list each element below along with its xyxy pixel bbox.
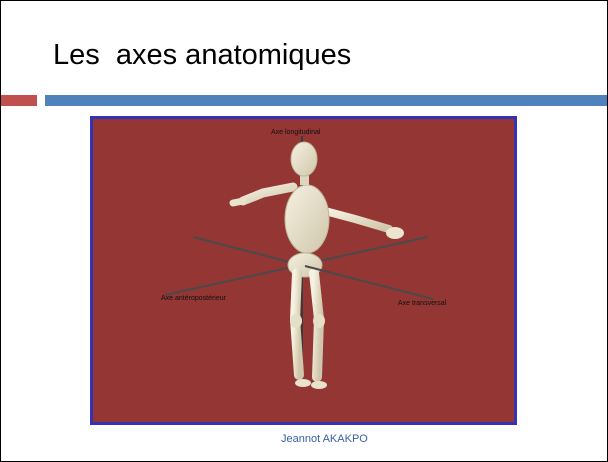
author-credit: Jeannot AKAKPO	[281, 433, 368, 445]
accent-bar-blue	[45, 95, 607, 106]
slide-title: Les axes anatomiques	[53, 39, 351, 72]
anteroposterior-axis-label: Axe antéropostérieur	[161, 295, 226, 302]
transversal-axis-line	[165, 269, 283, 295]
skeleton-illustration	[93, 119, 514, 422]
anteroposterior-axis-line-front	[305, 266, 433, 299]
accent-bar-red	[1, 95, 37, 106]
longitudinal-axis-label: Axe longitudinal	[271, 129, 320, 136]
anatomical-axes-figure: Axe longitudinal Axe antéropostérieur Ax…	[90, 116, 517, 425]
transversal-axis-label: Axe transversal	[398, 300, 446, 307]
